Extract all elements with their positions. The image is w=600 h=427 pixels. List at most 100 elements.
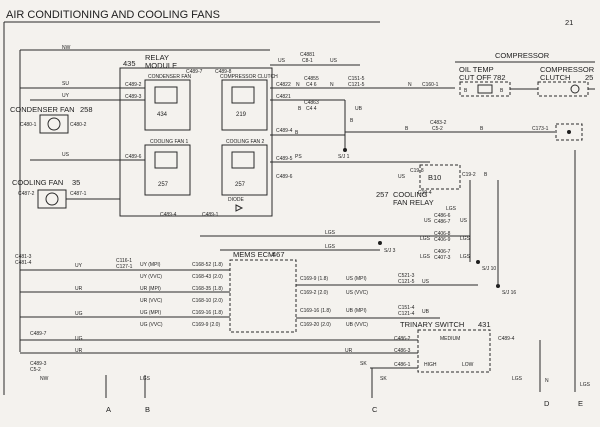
ecm-pin-2-color: UR (MPI) xyxy=(140,286,161,292)
conn-c8-1: C8-1 xyxy=(302,58,313,64)
conn-c402-7: C489-7 xyxy=(30,331,47,337)
wire-nw-bottom: NW xyxy=(40,376,49,382)
wire-up-2: US xyxy=(330,58,338,64)
conn-c489-6: C489-6 xyxy=(125,154,142,160)
wire-ub-1: UB xyxy=(355,106,363,112)
conn-c161-1: C116-1 xyxy=(116,258,132,264)
condenser-fan-relay-label: CONDENSER FAN xyxy=(148,74,191,80)
conn-c486-1: C486-1 xyxy=(394,362,411,368)
splice-sj16-label: S/J 16 xyxy=(502,290,516,296)
wire-uy-2: UY xyxy=(75,263,83,269)
wire-b-8: B xyxy=(484,172,488,178)
conn-c5-3: C5-2 xyxy=(30,367,41,373)
compressor-clutch-line2: CLUTCH xyxy=(540,73,570,82)
wire-us: US xyxy=(62,152,70,158)
conn-c151-4: C151-4 xyxy=(398,305,415,311)
relay-module-line1: RELAY xyxy=(145,53,169,62)
cooling-fan-relay-box-label: B10 xyxy=(428,173,441,182)
conn-c482-8: C4822 xyxy=(276,82,291,88)
splice-sj1-label: S/J 1 xyxy=(338,154,350,160)
conn-c482-5: C489-5 xyxy=(276,156,293,162)
wire-lgs-9: LGS xyxy=(580,382,591,388)
conn-c402-3: C489-3 xyxy=(30,361,47,367)
wire-up-3: US xyxy=(398,174,406,180)
oil-temp-line1: OIL TEMP xyxy=(459,65,494,74)
cooling-fan-1-relay-label: COOLING FAN 1 xyxy=(150,139,189,145)
compressor-clutch-relay-box xyxy=(221,79,268,131)
conn-c488-1: C4881 xyxy=(300,52,315,58)
wire-sk-2: SK xyxy=(380,376,387,382)
cooling-fan-2-relay-num: 257 xyxy=(235,182,246,188)
condenser-fan-label: CONDENSER FAN xyxy=(10,105,75,114)
splice-sj10 xyxy=(476,260,480,264)
compressor-clutch-relay-num: 219 xyxy=(236,112,247,118)
wire-b-5: B xyxy=(480,126,484,132)
ecm-right-1: US (VVC) xyxy=(346,290,368,296)
compressor-clutch-relay-label: COMPRESSOR CLUTCH xyxy=(220,74,278,80)
wire-us-4: US xyxy=(422,279,430,285)
conn-c489-7: C489-7 xyxy=(186,69,203,75)
trinary-switch-box xyxy=(417,329,491,373)
ecm-pin-2-pin: C168-35 (1.8) xyxy=(192,286,223,292)
conn-c521-3: C521-3 xyxy=(398,273,415,279)
compressor-clutch-coil-icon xyxy=(570,84,580,94)
wire-us-3: US xyxy=(460,218,468,224)
wire-b-6: B xyxy=(464,88,468,94)
ecm-pin-3-color: UR (VVC) xyxy=(140,298,163,304)
condenser-fan-motor-icon xyxy=(47,117,61,131)
wire-uy: UY xyxy=(62,93,70,99)
conn-c481-4: C481-4 xyxy=(15,260,32,266)
conn-c489-1: C489-1 xyxy=(202,212,219,218)
conn-c482-6b: C489-6 xyxy=(276,174,293,180)
mems-ecm-box xyxy=(229,259,297,333)
ecm-pin-0-color: UY (MPI) xyxy=(140,262,161,268)
conn-c121-5b: C121-5 xyxy=(398,279,415,285)
ecm-right-2: UB (MPI) xyxy=(346,308,367,314)
condenser-fan-num: 258 xyxy=(80,105,93,114)
trinary-low: LOW xyxy=(462,362,474,368)
wire-su: SU xyxy=(62,81,69,87)
compressor-clutch-num: 25 xyxy=(585,73,593,82)
wire-up-1: US xyxy=(278,58,286,64)
cooling-fan-2-coil-icon xyxy=(231,151,255,169)
conn-c173-1: C173-1 xyxy=(532,126,549,132)
ecm-pin-0-pin: C168-52 (1.8) xyxy=(192,262,223,268)
condenser-fan-motor-box xyxy=(39,114,69,134)
mems-ecm-label: MEMS ECM xyxy=(233,250,274,259)
cooling-fan-1-relay-box xyxy=(144,144,191,196)
conn-c160-1: C160-1 xyxy=(422,82,439,88)
cooling-fan-label: COOLING FAN xyxy=(12,178,63,187)
conn-c121-5: C121-5 xyxy=(348,82,365,88)
conn-c487-1: C487-1 xyxy=(70,191,87,197)
conn-c407-3: C407-3 xyxy=(434,255,451,261)
conn-c489-2: C489-2 xyxy=(125,82,142,88)
conn-c406-7: C406-7 xyxy=(434,249,451,255)
wire-b-2: B xyxy=(295,130,299,136)
conn-c169-16: C169-16 (1.8) xyxy=(300,308,331,314)
conn-c4-4: C4 4 xyxy=(306,106,317,112)
connector-c173-pin xyxy=(567,130,571,134)
conn-c4-6: C4 6 xyxy=(306,82,317,88)
compressor-label: COMPRESSOR xyxy=(495,51,550,60)
cooling-fan-2-relay-label: COOLING FAN 2 xyxy=(226,139,265,145)
wire-n-2: N xyxy=(330,82,334,88)
condenser-relay-coil-icon xyxy=(154,86,178,104)
wire-ug-1: UG xyxy=(75,311,83,317)
compressor-clutch-line1: COMPRESSOR xyxy=(540,65,595,74)
conn-c486-3b: C486-3 xyxy=(394,348,411,354)
diagram-title: AIR CONDITIONING AND COOLING FANS xyxy=(6,9,220,21)
cooling-fan-motor-icon xyxy=(45,192,59,206)
oil-temp-line2: CUT OFF xyxy=(459,73,492,82)
ecm-pin-4-color: UG (MPI) xyxy=(140,310,161,316)
diode-icon xyxy=(235,204,244,212)
ground-b-label: B xyxy=(145,405,150,414)
wire-b-1: B xyxy=(298,106,302,112)
ecm-pin-1-pin: C168-43 (2.0) xyxy=(192,274,223,280)
oil-temp-num: 782 xyxy=(493,73,506,82)
wire-n-bottom: N xyxy=(545,378,549,384)
condenser-fan-relay-box xyxy=(144,79,191,131)
ground-d-label: D xyxy=(544,399,550,408)
splice-sj3-label: S/J 3 xyxy=(384,248,396,254)
wire-ug-2: UG xyxy=(75,336,83,342)
